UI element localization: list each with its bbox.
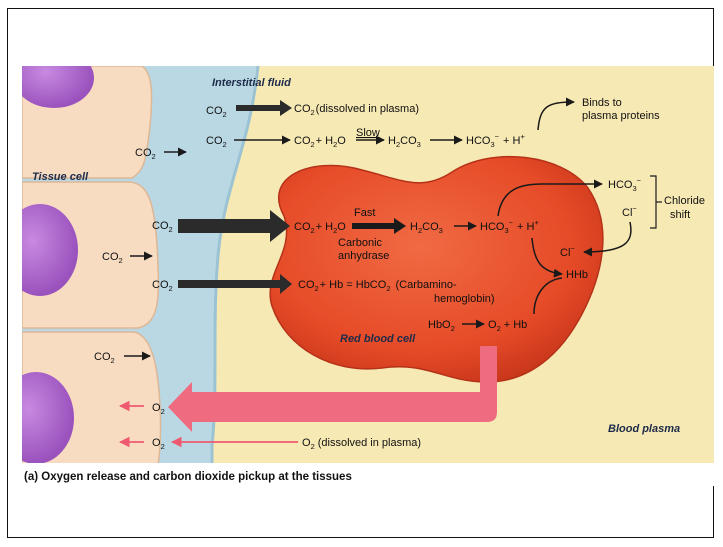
svg-text:Carbonic: Carbonic xyxy=(338,237,383,249)
svg-text:O2(dissolved in plasma): O2(dissolved in plasma) xyxy=(302,437,421,451)
svg-text:O2+ Hb: O2+ Hb xyxy=(488,319,527,333)
figure-caption: (a) Oxygen release and carbon dioxide pi… xyxy=(24,471,352,483)
svg-text:Fast: Fast xyxy=(354,207,375,219)
interstitial-fluid-label: Interstitial fluid xyxy=(212,77,291,89)
svg-text:Chloride: Chloride xyxy=(664,195,705,207)
svg-text:H2CO3: H2CO3 xyxy=(410,221,443,235)
tissue-cell-label: Tissue cell xyxy=(32,171,89,183)
svg-text:Binds to: Binds to xyxy=(582,97,622,109)
svg-text:CO2+ H2O: CO2+ H2O xyxy=(294,135,346,149)
svg-text:HHb: HHb xyxy=(566,269,588,281)
svg-text:CO2+ Hb = HbCO2(Carbamino-: CO2+ Hb = HbCO2(Carbamino- xyxy=(298,279,457,293)
blood-plasma-label: Blood plasma xyxy=(608,423,680,435)
red-blood-cell-label: Red blood cell xyxy=(340,333,416,345)
svg-text:H2CO3: H2CO3 xyxy=(388,135,421,149)
red-blood-cell xyxy=(270,157,603,382)
svg-text:HCO3−: HCO3− xyxy=(608,176,642,193)
svg-text:hemoglobin): hemoglobin) xyxy=(434,293,495,305)
svg-text:anhydrase: anhydrase xyxy=(338,250,389,262)
svg-text:CO2+ H2O: CO2+ H2O xyxy=(294,221,346,235)
svg-text:plasma proteins: plasma proteins xyxy=(582,110,660,122)
svg-text:shift: shift xyxy=(670,209,690,221)
svg-text:Slow: Slow xyxy=(356,127,380,139)
gas-exchange-figure: Interstitial fluid Tissue cell Red blood… xyxy=(22,66,714,486)
